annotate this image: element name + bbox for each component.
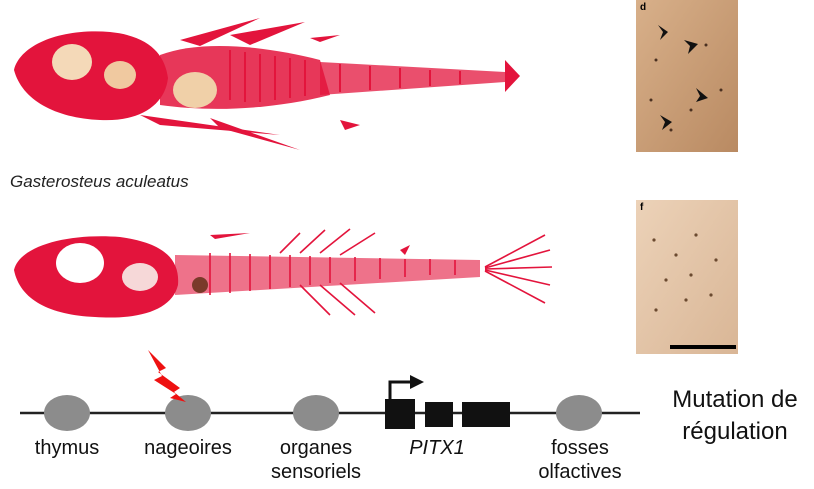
photo-letter-top: d <box>640 2 646 13</box>
exon-3 <box>462 402 510 427</box>
photo-panel-bottom: f <box>636 200 738 354</box>
enhancer-organes <box>293 395 339 431</box>
enhancer-fosses <box>556 395 602 431</box>
label-nageoires: nageoires <box>128 436 248 460</box>
exon-1 <box>385 399 415 429</box>
skeleton-top-image <box>0 0 540 165</box>
promoter-arrow-icon <box>390 382 412 399</box>
enhancer-nageoires <box>165 395 211 431</box>
label-thymus: thymus <box>17 436 117 460</box>
mutation-bolt-icon <box>148 350 186 402</box>
skeleton-bottom-image <box>0 215 560 330</box>
photo-panel-top: d <box>636 0 738 152</box>
species-label: Gasterosteus aculeatus <box>10 172 189 192</box>
exon-2 <box>425 402 453 427</box>
diagram-title: Mutation de régulation <box>656 384 814 448</box>
regulatory-diagram <box>0 340 650 440</box>
label-pitx1: PITX1 <box>397 436 477 460</box>
enhancer-thymus <box>44 395 90 431</box>
